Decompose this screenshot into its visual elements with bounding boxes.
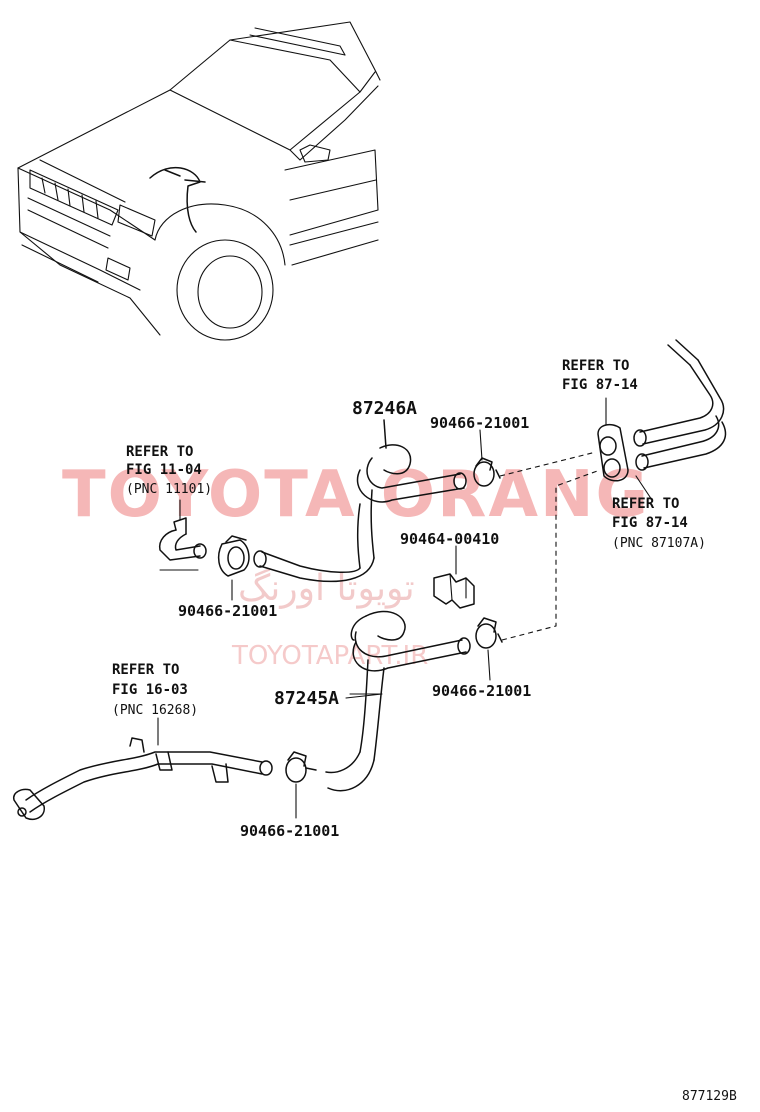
clamp-top [473,457,501,487]
connector-top [499,451,597,477]
label-clamp-left: 90466-21001 [178,602,277,620]
ref-heater-top-fig: FIG 87-14 [562,377,638,393]
leader-lines [179,429,491,819]
ref-engine-refer: REFER TO [126,444,193,460]
connector-lower [501,469,601,641]
ref-heater-right-pnc: (PNC 87107A) [612,536,706,551]
illustration-id: 877129B [682,1089,737,1104]
ref-pipe-pnc: (PNC 16268) [112,703,198,718]
ref-pipe-refer: REFER TO [112,662,179,678]
clamp-left [217,535,250,577]
ref-pipe-fig: FIG 16-03 [112,682,188,698]
label-87245a: 87245A [274,688,339,709]
ref-engine-pnc: (PNC 11101) [126,482,212,497]
label-clamp-right: 90466-21001 [432,682,531,700]
clip-90464 [433,573,475,609]
ref-heater-right-fig: FIG 87-14 [612,515,688,531]
watermark-persian: تویوتا اورنگ [238,567,415,609]
clamp-bottom [285,751,317,783]
ref-heater-top-refer: REFER TO [562,358,629,374]
heater-core-pipes [597,339,727,501]
ref-engine-fig: FIG 11-04 [126,462,202,478]
vehicle-illustration [17,21,381,341]
label-clamp-bottom: 90466-21001 [240,822,339,840]
clamp-right [475,617,503,649]
label-clamp-top: 90466-21001 [430,414,529,432]
watermark-main: TOYOTA ORANG [62,458,650,532]
label-87246a: 87246A [352,398,417,419]
label-clip: 90464-00410 [400,530,499,548]
hose-87245a [325,610,471,792]
hose-87246a [253,419,467,583]
ref-heater-right-refer: REFER TO [612,496,679,512]
water-pipe [13,717,273,820]
